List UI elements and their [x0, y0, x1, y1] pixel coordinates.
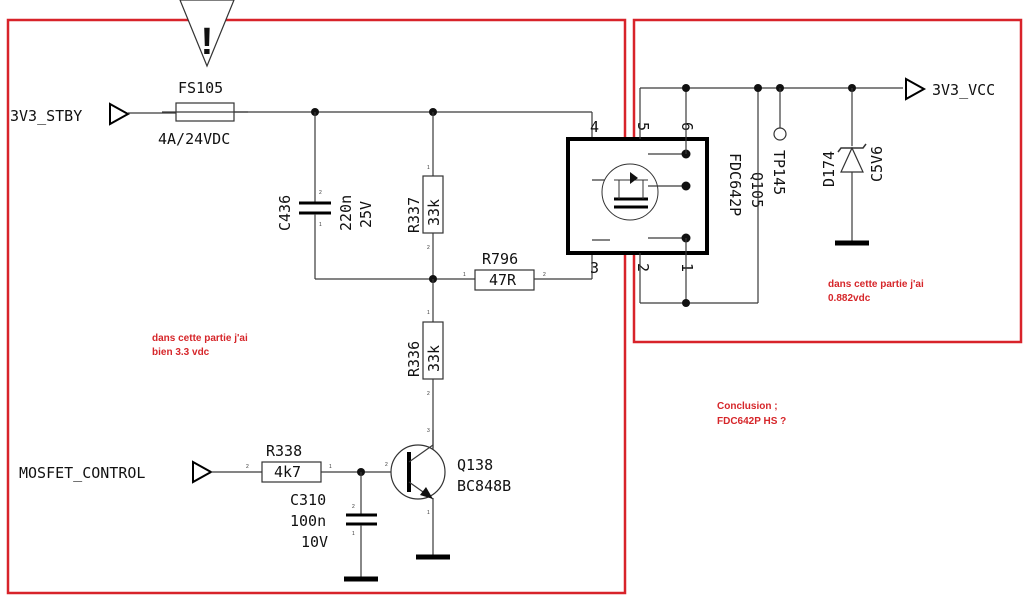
r336-value: 33k — [425, 345, 443, 372]
note-left-line2: bien 3.3 vdc — [152, 347, 210, 358]
note-conclusion-line1: Conclusion ; — [717, 401, 778, 412]
tp145-ref: TP145 — [770, 150, 788, 195]
q105-pin-2: 2 — [634, 263, 652, 272]
q105-pin-6: 6 — [678, 122, 696, 131]
r337-value: 33k — [425, 199, 443, 226]
pin-number: 1 — [352, 531, 355, 537]
fuse-ref: FS105 — [178, 79, 223, 97]
d174-ref: D174 — [820, 151, 838, 187]
r337-ref: R337 — [405, 197, 423, 233]
note-conclusion-line2: FDC642P HS ? — [717, 416, 786, 427]
junction-dot — [682, 299, 690, 307]
c310-ref: C310 — [290, 491, 326, 509]
pin-number: 2 — [427, 391, 430, 397]
q105-pin-5: 5 — [634, 122, 652, 131]
q105-pin-4: 4 — [590, 118, 599, 136]
r796-ref: R796 — [482, 250, 518, 268]
warning-mark: ! — [201, 21, 214, 63]
zener-diode-icon — [837, 143, 867, 173]
q105-pin-1: 1 — [678, 263, 696, 272]
c436-voltage: 25V — [357, 201, 375, 228]
warning-triangle-icon: ! — [179, 0, 235, 68]
left-annotation-box — [6, 18, 627, 595]
pin-number: 3 — [427, 428, 430, 434]
pin-number: 1 — [463, 272, 466, 278]
note-right-line2: 0.882vdc — [828, 293, 871, 304]
junction-dot — [754, 84, 762, 92]
note-left-line1: dans cette partie j'ai — [152, 333, 248, 344]
q105-value: FDC642P — [726, 153, 744, 216]
c436-value: 220n — [337, 195, 355, 231]
testpoint-icon — [773, 127, 787, 141]
control-port-arrow-icon — [192, 460, 214, 484]
net-label-3v3-vcc: 3V3_VCC — [932, 81, 995, 99]
input-port-arrow-icon — [109, 102, 131, 126]
r796-body — [474, 269, 535, 291]
r338-ref: R338 — [266, 442, 302, 460]
q138-transistor-symbol — [390, 444, 446, 500]
c436-ref: C436 — [276, 195, 294, 231]
net-label-mosfet-control: MOSFET_CONTROL — [19, 464, 145, 482]
r336-ref: R336 — [405, 341, 423, 377]
pad-dot — [681, 181, 691, 191]
pin-number: 2 — [319, 190, 322, 196]
q138-ref: Q138 — [457, 456, 493, 474]
q105-pin-3: 3 — [590, 259, 599, 277]
note-right-line1: dans cette partie j'ai — [828, 279, 924, 290]
r796-value: 47R — [489, 271, 517, 289]
pin-number: 1 — [427, 310, 430, 316]
pin-number: 2 — [427, 245, 430, 251]
pin-number: 1 — [427, 510, 430, 516]
net-label-3v3-stby: 3V3_STBY — [10, 107, 82, 125]
pin-number: 1 — [427, 165, 430, 171]
q138-value: BC848B — [457, 477, 511, 495]
pin-number: 1 — [329, 464, 332, 470]
output-port-arrow-icon — [905, 77, 927, 101]
c310-value: 100n — [290, 512, 326, 530]
c310-voltage: 10V — [301, 533, 328, 551]
d174-value: C5V6 — [868, 146, 886, 182]
pin-number: 2 — [246, 464, 249, 470]
pin-number: 2 — [385, 462, 388, 468]
mosfet-symbol-icon — [601, 163, 659, 221]
pin-number: 2 — [543, 272, 546, 278]
q105-ref: Q105 — [748, 172, 766, 208]
r338-value: 4k7 — [274, 463, 301, 481]
junction-dot — [682, 84, 690, 92]
pin-number: 2 — [352, 504, 355, 510]
fuse-value: 4A/24VDC — [158, 130, 230, 148]
pin-number: 1 — [319, 222, 322, 228]
